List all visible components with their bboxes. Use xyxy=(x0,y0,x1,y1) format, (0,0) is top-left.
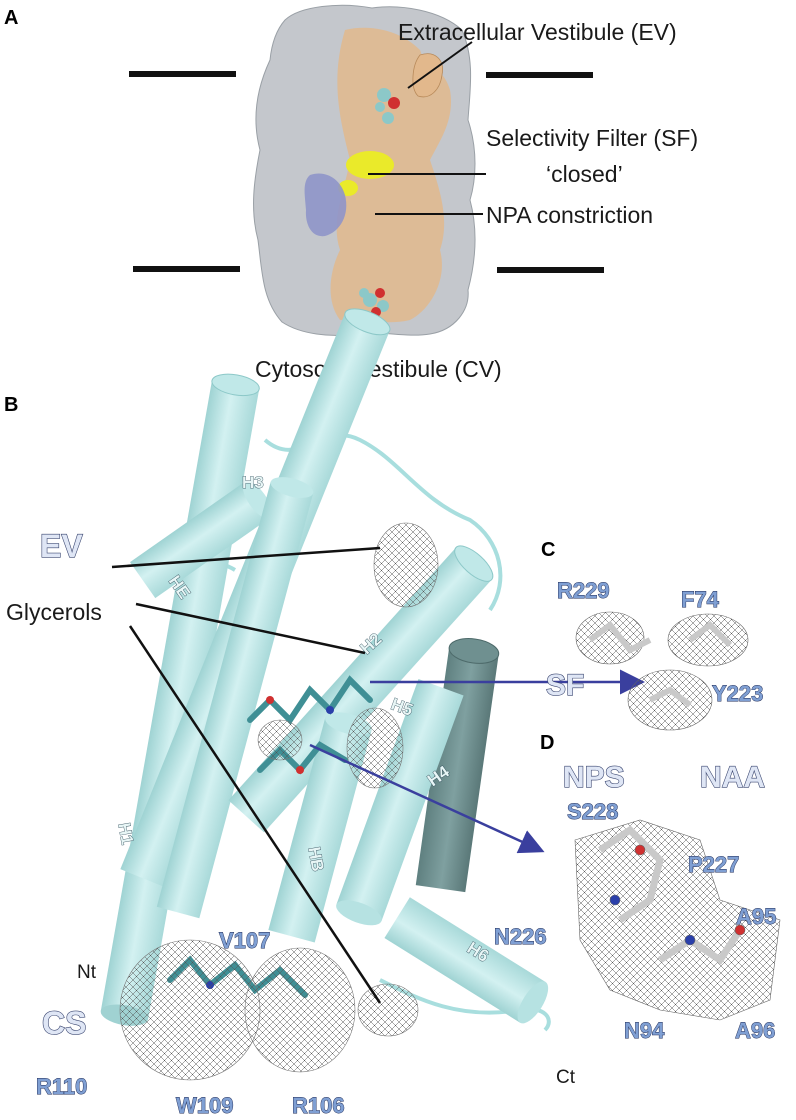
cv-label: Cytosolic Vestibule (CV) xyxy=(255,356,502,382)
w109-label: W109 xyxy=(176,1093,233,1118)
sf-label: Selectivity Filter (SF) xyxy=(486,125,698,151)
p227-label: P227 xyxy=(688,852,739,877)
protein-surface xyxy=(253,4,476,336)
n226-label: N226 xyxy=(494,924,547,949)
ev-region-label: EV xyxy=(40,528,83,564)
panel-d-density xyxy=(574,819,781,1021)
a96-label: A96 xyxy=(735,1018,775,1043)
ct-label: Ct xyxy=(556,1067,576,1088)
closed-label: ‘closed’ xyxy=(546,161,623,187)
a95-label: A95 xyxy=(736,904,776,929)
glycerol-leaders xyxy=(111,546,382,1004)
panel-a-letter: A xyxy=(4,7,18,29)
membrane-bars xyxy=(129,71,604,273)
cs-region-label: CS xyxy=(42,1005,86,1041)
s228-label: S228 xyxy=(567,799,618,824)
arrows xyxy=(309,669,645,854)
helix-cylinders xyxy=(100,308,551,1032)
panel-b-letter: B xyxy=(4,394,18,416)
y223-label: Y223 xyxy=(712,681,763,706)
panel-c-letter: C xyxy=(541,539,555,561)
hb-label: HB xyxy=(304,845,327,872)
glycerols-label: Glycerols xyxy=(6,599,102,625)
r110-label: R110 xyxy=(36,1074,87,1099)
nt-label: Nt xyxy=(77,962,97,983)
panel-d-letter: D xyxy=(540,732,554,754)
sf-region-label: SF xyxy=(546,669,584,702)
naa-region-label: NAA xyxy=(700,761,765,794)
npa-label: NPA constriction xyxy=(486,202,653,228)
h3-label: H3 xyxy=(242,473,264,492)
r106-label: R106 xyxy=(292,1093,345,1118)
n94-label: N94 xyxy=(624,1018,665,1043)
ev-label: Extracellular Vestibule (EV) xyxy=(398,19,677,45)
h1-label: H1 xyxy=(114,821,136,846)
nps-region-label: NPS xyxy=(563,761,625,794)
r229-label: R229 xyxy=(557,578,610,603)
panel-c-density xyxy=(575,611,749,731)
f74-label: F74 xyxy=(681,587,720,612)
v107-label: V107 xyxy=(219,928,270,953)
